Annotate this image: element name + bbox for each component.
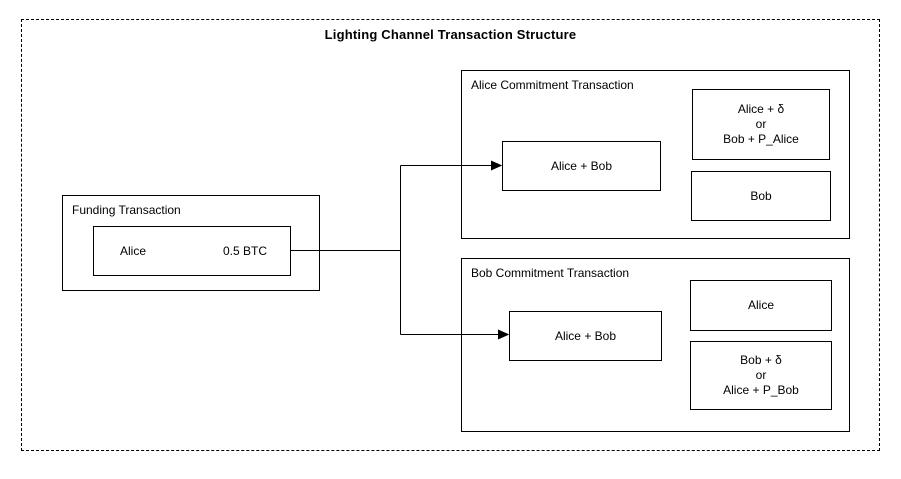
bob-commitment-group: Bob Commitment Transaction Alice + Bob A…: [461, 258, 850, 432]
output-condition-line: Alice + δ: [737, 102, 785, 116]
alice-commitment-label: Alice Commitment Transaction: [471, 78, 634, 92]
funding-transaction-group: Funding Transaction Alice 0.5 BTC: [62, 195, 320, 291]
output-condition-line: or: [755, 117, 767, 131]
bob-commitment-output-to-alice-box: Alice: [690, 280, 832, 331]
output-condition-line: Alice: [747, 298, 774, 312]
alice-commitment-multisig-text: Alice + Bob: [550, 158, 613, 173]
funding-output-owner: Alice: [120, 243, 147, 258]
funding-output-amount: 0.5 BTC: [222, 243, 267, 258]
output-condition-line: Bob + P_Alice: [723, 132, 799, 146]
output-condition-line: or: [755, 368, 767, 382]
bob-commitment-multisig-box: Alice + Bob: [509, 311, 662, 361]
alice-commitment-output-to-bob-box: Bob: [691, 171, 831, 221]
alice-commitment-group: Alice Commitment Transaction Alice + Bob…: [461, 70, 850, 239]
bob-commitment-multisig-text: Alice + Bob: [554, 328, 617, 343]
diagram-title: Lighting Channel Transaction Structure: [324, 27, 577, 42]
output-condition-line: Bob + δ: [740, 353, 782, 367]
funding-transaction-label: Funding Transaction: [72, 203, 181, 217]
bob-commitment-label: Bob Commitment Transaction: [471, 266, 630, 280]
alice-commitment-output-to-alice-box: Alice + δ or Bob + P_Alice: [692, 89, 830, 160]
output-condition-line: Alice + P_Bob: [723, 383, 799, 397]
output-condition-line: Bob: [750, 188, 772, 203]
bob-commitment-output-to-bob-box: Bob + δ or Alice + P_Bob: [690, 341, 832, 410]
alice-commitment-multisig-box: Alice + Bob: [502, 141, 661, 191]
funding-output-box: Alice 0.5 BTC: [93, 226, 291, 276]
